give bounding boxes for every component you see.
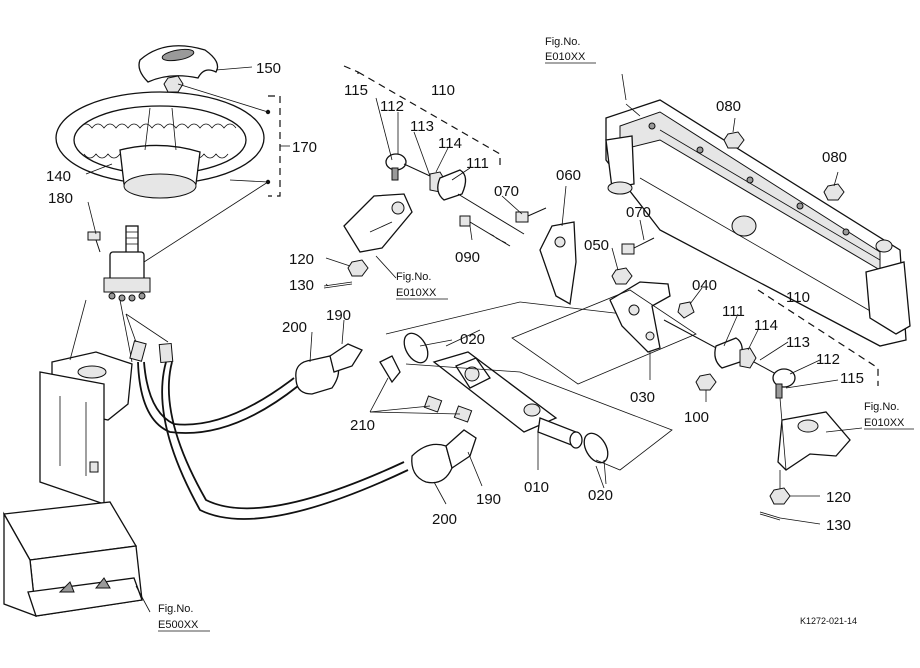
tie-rod-end-112-right <box>753 361 796 399</box>
svg-text:Fig.No.: Fig.No. <box>396 271 431 283</box>
bolt-070-left <box>515 207 547 223</box>
fig-ref-middle: Fig.No. E010XX <box>396 271 448 300</box>
hose-200-lower <box>161 361 477 520</box>
svg-text:E010XX: E010XX <box>864 417 905 429</box>
label-190-lower: 190 <box>476 491 501 508</box>
part-labels: 150 170 140 180 115 112 110 113 114 111 … <box>46 60 864 534</box>
snap-ring-020-upper <box>403 332 429 364</box>
label-070-left: 070 <box>494 183 519 200</box>
cotter-pin-130-left <box>323 281 353 289</box>
front-axle-assembly <box>605 99 911 347</box>
label-115-left: 115 <box>344 82 368 99</box>
steering-column-shaft <box>125 225 139 257</box>
knuckle-arm-right <box>777 411 851 471</box>
label-130-left: 130 <box>289 277 314 294</box>
label-020-lower: 020 <box>588 487 613 504</box>
label-112-right: 112 <box>816 351 840 368</box>
svg-text:Fig.No.: Fig.No. <box>545 36 580 48</box>
label-113-right: 113 <box>786 334 810 351</box>
label-115-right: 115 <box>840 370 864 387</box>
steering-pedestal <box>39 351 133 505</box>
label-080-upper: 080 <box>716 98 741 115</box>
label-010: 010 <box>524 479 549 496</box>
dashboard-panel <box>2 501 151 617</box>
nut-080-upper <box>723 131 745 149</box>
label-110-right: 110 <box>786 289 810 306</box>
elbow-fittings-210 <box>379 355 473 423</box>
snap-ring-020-lower <box>583 432 609 464</box>
bolt-090 <box>459 215 511 247</box>
diagram-code: K1272-021-14 <box>800 616 857 626</box>
label-100: 100 <box>684 409 709 426</box>
tie-rod-111-right <box>663 319 743 369</box>
lock-nut-114-right <box>739 347 757 369</box>
svg-text:E010XX: E010XX <box>396 287 437 299</box>
svg-text:E500XX: E500XX <box>158 619 199 631</box>
tie-rod-111-left <box>437 169 525 235</box>
label-070-right: 070 <box>626 204 651 221</box>
label-170: 170 <box>292 139 317 156</box>
bracket-030 <box>609 281 671 353</box>
label-113-left: 113 <box>410 118 434 135</box>
label-140: 140 <box>46 168 71 185</box>
svg-text:E010XX: E010XX <box>545 51 586 63</box>
nut-080-right <box>823 183 845 201</box>
label-200-upper: 200 <box>282 319 307 336</box>
label-050: 050 <box>584 237 609 254</box>
label-114-left: 114 <box>438 135 462 152</box>
label-090: 090 <box>455 249 480 266</box>
fig-ref-right: Fig.No. E010XX <box>864 401 914 430</box>
label-120-left: 120 <box>289 251 314 268</box>
svg-text:Fig.No.: Fig.No. <box>158 603 193 615</box>
label-200-lower: 200 <box>432 511 457 528</box>
steering-nut-part <box>163 75 184 93</box>
tie-rod-end-112-left <box>385 153 431 181</box>
bolt-040 <box>677 301 695 319</box>
bracket-060 <box>539 221 577 306</box>
label-030: 030 <box>630 389 655 406</box>
label-120-right: 120 <box>826 489 851 506</box>
label-111-right: 111 <box>722 303 745 320</box>
hose-fittings-left <box>129 340 174 364</box>
steering-wheel-140 <box>55 91 265 199</box>
label-210: 210 <box>350 417 375 434</box>
steering-unit-body <box>103 251 151 302</box>
label-112-left: 112 <box>380 98 404 115</box>
svg-text:Fig.No.: Fig.No. <box>864 401 899 413</box>
bolt-070-right <box>621 237 655 255</box>
label-111-left: 111 <box>466 155 489 172</box>
nut-120-left <box>347 259 369 277</box>
steering-cylinder-010 <box>432 351 583 449</box>
label-180: 180 <box>48 190 73 207</box>
knuckle-arm-left <box>343 193 413 253</box>
steering-wheel-cap-150 <box>138 45 219 83</box>
nut-100 <box>695 373 717 391</box>
label-110-left: 110 <box>431 82 455 99</box>
label-080-right: 080 <box>822 149 847 166</box>
hose-200-upper <box>137 343 363 434</box>
nut-050 <box>611 267 633 285</box>
label-150: 150 <box>256 60 281 77</box>
label-040: 040 <box>692 277 717 294</box>
label-020-upper: 020 <box>460 331 485 348</box>
label-060: 060 <box>556 167 581 184</box>
bolt-180 <box>87 231 101 253</box>
fig-ref-top: Fig.No. E010XX <box>545 36 596 64</box>
cotter-pin-130-right <box>759 511 781 521</box>
nut-120-right <box>769 487 791 505</box>
label-130-right: 130 <box>826 517 851 534</box>
label-114-right: 114 <box>754 317 778 334</box>
fig-ref-bottom: Fig.No. E500XX <box>158 603 210 632</box>
label-190-upper: 190 <box>326 307 351 324</box>
